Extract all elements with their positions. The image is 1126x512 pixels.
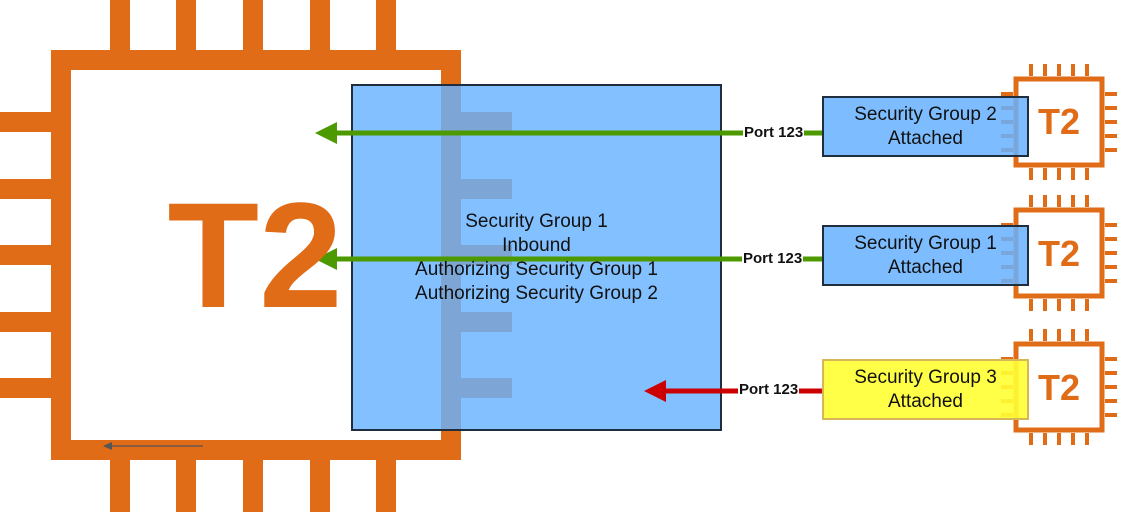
- main-chip-icon: [0, 0, 512, 512]
- remote-chip-label: T2: [1037, 233, 1080, 274]
- group-name: Security Group 2: [854, 104, 997, 125]
- sg-line: Authorizing Security Group 2: [415, 283, 658, 304]
- group-status: Attached: [888, 391, 963, 412]
- port-label: Port 123: [743, 124, 805, 142]
- security-group-1-attached-box: [822, 225, 1029, 286]
- arrow-allow-sg1: [315, 248, 822, 270]
- attached-group-label: Security Group 3 Attached: [823, 366, 1028, 414]
- port-label: Port 123: [742, 250, 804, 268]
- sg-line: Authorizing Security Group 1: [415, 259, 658, 280]
- attached-group-label: Security Group 2 Attached: [823, 103, 1028, 151]
- group-status: Attached: [888, 128, 963, 149]
- remote-chip-label: T2: [1037, 101, 1080, 142]
- sg-line: Security Group 1: [465, 211, 608, 232]
- security-group-3-attached-box: [822, 359, 1029, 420]
- main-chip-label: T2: [167, 171, 343, 339]
- arrow-allow-sg2: [315, 122, 822, 144]
- sg-line: Inbound: [502, 235, 571, 256]
- security-group-2-attached-box: [822, 96, 1029, 157]
- attached-group-label: Security Group 1 Attached: [823, 232, 1028, 280]
- group-status: Attached: [888, 257, 963, 278]
- security-group-1-description: Security Group 1 Inbound Authorizing Sec…: [352, 210, 721, 306]
- group-name: Security Group 3: [854, 367, 997, 388]
- group-name: Security Group 1: [854, 233, 997, 254]
- port-label: Port 123: [738, 381, 800, 399]
- remote-chip-label: T2: [1037, 367, 1080, 408]
